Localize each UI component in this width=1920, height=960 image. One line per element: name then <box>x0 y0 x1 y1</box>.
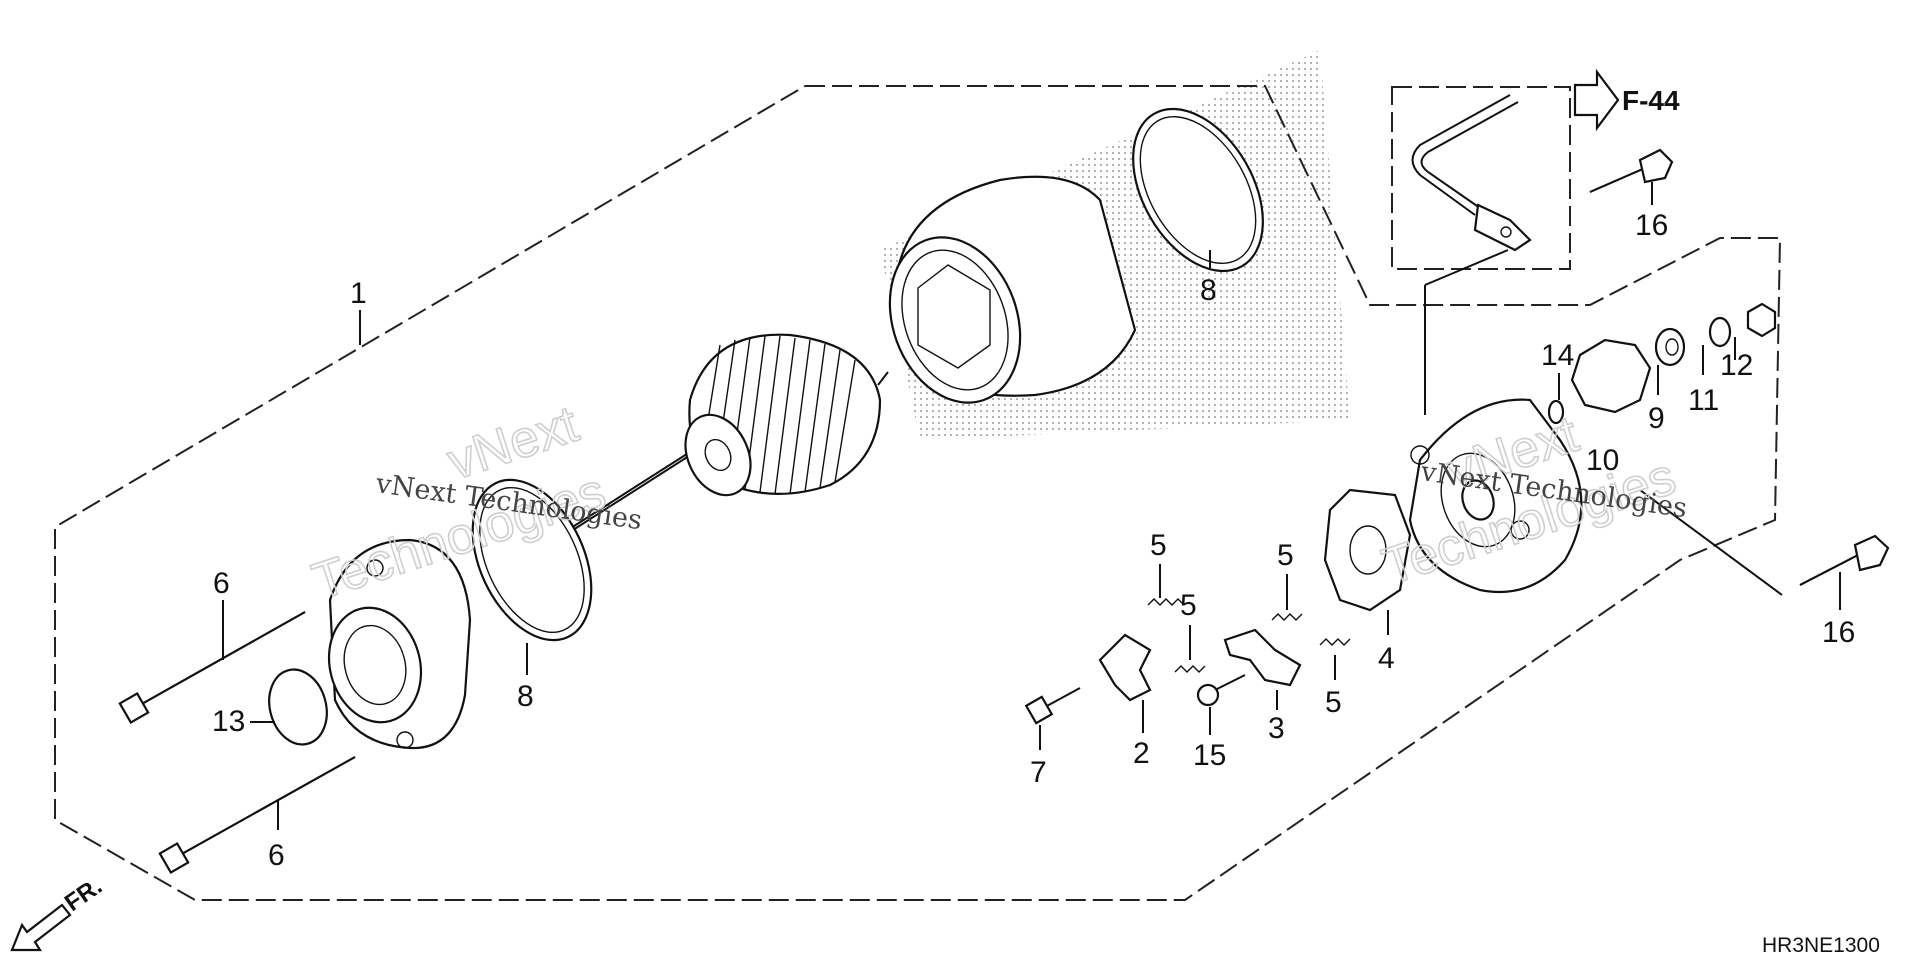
assembly-boundary <box>54 85 1782 901</box>
callout-13: 13 <box>212 705 245 738</box>
ground-wire-icon <box>1411 94 1532 252</box>
bolt-16-upper <box>1589 148 1674 193</box>
callout-5d: 5 <box>1325 686 1342 719</box>
brush-terminal-2 <box>1098 633 1152 702</box>
callout-9: 9 <box>1648 402 1665 435</box>
o-ring-13 <box>268 668 328 746</box>
washer-14 <box>1547 399 1565 425</box>
callout-labels: 1 2 3 4 5 5 5 5 6 6 7 8 8 9 10 11 12 13 … <box>212 209 1855 872</box>
callout-16a: 16 <box>1635 209 1668 242</box>
screw-15 <box>1196 674 1246 707</box>
callout-7: 7 <box>1030 756 1047 789</box>
callout-3: 3 <box>1268 712 1285 745</box>
brush-terminal-3 <box>1223 628 1302 687</box>
spring-5-b <box>1174 665 1206 673</box>
callout-11: 11 <box>1688 384 1719 417</box>
callout-6a: 6 <box>213 567 230 600</box>
reference-arrow-icon[interactable] <box>1573 68 1620 132</box>
callout-5a: 5 <box>1150 529 1167 562</box>
callout-6b: 6 <box>268 839 285 872</box>
callout-5b: 5 <box>1180 589 1197 622</box>
callout-1: 1 <box>350 277 367 310</box>
bolt-16-lower <box>1799 534 1890 586</box>
nut-10 <box>1570 338 1652 414</box>
nut-12 <box>1746 302 1777 338</box>
front-direction-arrow-icon <box>10 903 72 952</box>
wire-inset-box <box>1391 86 1571 270</box>
spring-5-c <box>1271 613 1303 621</box>
washer-11 <box>1708 316 1732 348</box>
rear-cover <box>1408 398 1583 594</box>
bolt-7 <box>1024 687 1081 725</box>
callout-8a: 8 <box>517 680 534 713</box>
front-cover <box>327 538 472 750</box>
insulator-9 <box>1654 327 1686 367</box>
reference-arrow-label[interactable]: F-44 <box>1622 85 1680 116</box>
callout-16b: 16 <box>1822 616 1855 649</box>
spring-5-d <box>1319 638 1351 646</box>
spring-5-a <box>1147 598 1185 606</box>
callout-4: 4 <box>1378 642 1395 675</box>
callout-15: 15 <box>1193 739 1226 772</box>
callout-10: 10 <box>1586 444 1619 477</box>
diagram-code: HR3NE1300 <box>1762 934 1880 957</box>
o-ring-8-upper <box>1132 107 1264 273</box>
yoke-housing <box>888 175 1137 404</box>
armature <box>559 333 889 538</box>
callout-5c: 5 <box>1277 539 1294 572</box>
callout-14: 14 <box>1541 339 1574 372</box>
callout-8b: 8 <box>1200 274 1217 307</box>
brush-holder-4 <box>1323 488 1412 612</box>
through-bolt-6-lower <box>158 756 356 875</box>
callout-12: 12 <box>1720 349 1753 382</box>
o-ring-8-lower <box>471 478 593 642</box>
leader-lines <box>222 182 1841 830</box>
callout-2: 2 <box>1133 737 1150 770</box>
